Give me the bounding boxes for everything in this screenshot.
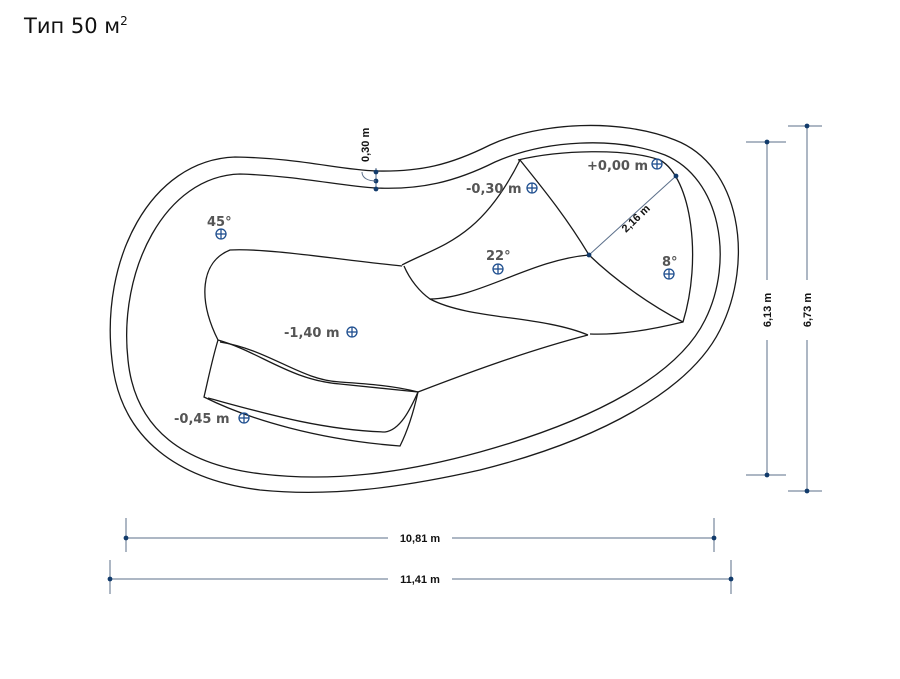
pool-inner-outline [126, 142, 721, 478]
angle-8-marker-icon [663, 268, 675, 280]
depth-140-label: -1,40 m [284, 326, 340, 341]
depth-140-marker-icon [346, 326, 358, 338]
outer-width-label: 6,73 m [802, 293, 814, 327]
step-divider-line [519, 159, 684, 323]
angle-22-marker-icon [492, 263, 504, 275]
title-text: Тип 50 м [24, 14, 121, 38]
step-area-outline [517, 151, 694, 335]
angle-45-label: 45° [207, 215, 232, 230]
slope-bottom [429, 298, 589, 336]
depth-030-label: -0,30 m [466, 182, 522, 197]
depth-000-label: +0,00 m [587, 159, 648, 174]
step-width-line [588, 175, 677, 256]
angle-8-label: 8° [662, 255, 678, 270]
depth-030-marker-icon [526, 182, 538, 194]
wall-arc [361, 171, 377, 182]
step-width-label: 2,16 m [620, 203, 653, 236]
deep-zone-outline [204, 249, 589, 393]
diagram-title: Тип 50 м2 [24, 14, 128, 38]
outer-length-label: 11,41 m [400, 574, 440, 586]
pool-outer-outline [109, 124, 739, 493]
step-width-dot-a [586, 252, 592, 258]
angle-45-marker-icon [215, 228, 227, 240]
slope-edge [403, 254, 590, 300]
lower-bench-inner [207, 341, 419, 433]
wall-dot-top [373, 169, 379, 175]
step-lower-edge [401, 159, 521, 266]
depth-000-marker-icon [651, 158, 663, 170]
inner-length-label: 10,81 m [400, 533, 441, 545]
lower-bench-outline [203, 339, 419, 447]
inner-width-label: 6,13 m [762, 293, 774, 327]
angle-22-label: 22° [486, 249, 511, 264]
outer-length-dimension: 11,41 m [107, 560, 734, 594]
depth-045-marker-icon [238, 412, 250, 424]
step-width-dot-b [673, 173, 679, 179]
wall-dimension-label: 0,30 m [360, 128, 372, 162]
inner-length-dimension: 10,81 m [123, 518, 717, 552]
depth-045-label: -0,45 m [174, 412, 230, 427]
title-superscript: 2 [120, 14, 128, 28]
inner-width-dimension: 6,13 m [746, 139, 786, 478]
wall-dot-bottom [373, 186, 379, 192]
outer-width-dimension: 6,73 m [788, 123, 822, 494]
